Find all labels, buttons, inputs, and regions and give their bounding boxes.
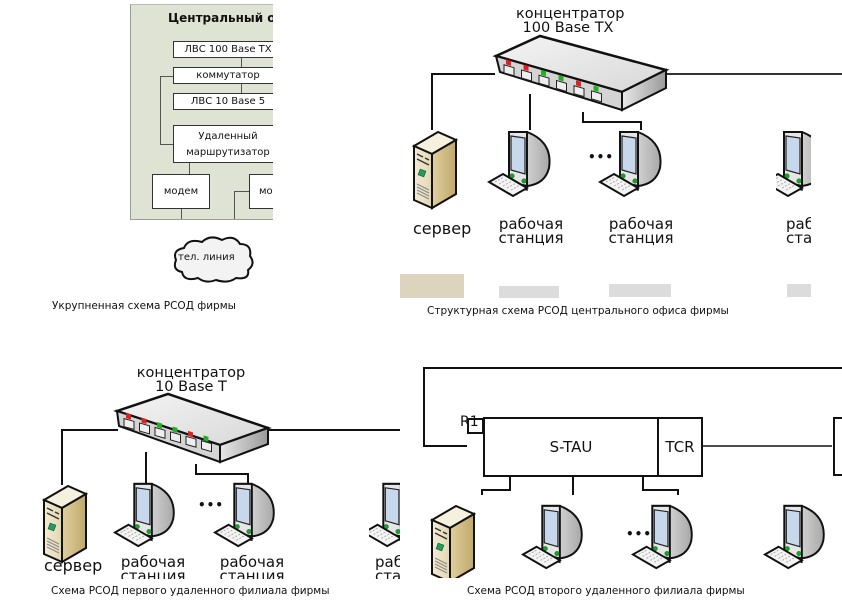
workstation-label: рабочая станция	[375, 555, 400, 579]
led-green-icon	[593, 85, 599, 92]
led-green-icon	[172, 426, 178, 433]
tcr-box: TCR	[657, 417, 703, 477]
branch1-labels: сервер рабочая станция рабочая станция р…	[0, 555, 400, 579]
workstation-icon	[488, 131, 551, 197]
workstation-label: рабочая станция	[498, 215, 564, 247]
lan-100-box: ЛВС 100 Base TX	[173, 41, 273, 58]
overview-title: Центральный офис	[168, 11, 273, 25]
hub-port-icon	[591, 90, 602, 103]
r1-label: R1	[460, 414, 479, 430]
server-label: сервер	[413, 219, 472, 238]
workstation-icon-clipped	[776, 128, 811, 204]
legend-swatch	[787, 284, 811, 297]
more-workstations-ellipsis: •••	[626, 527, 653, 541]
led-green-icon	[203, 435, 209, 442]
led-red-icon	[126, 413, 131, 420]
server-icon	[412, 130, 458, 210]
workstation-icon	[113, 482, 175, 548]
server-label: сервер	[44, 556, 103, 575]
central-office-caption: Структурная схема РСОД центрального офис…	[427, 305, 729, 317]
led-red-icon	[141, 417, 147, 425]
router-box: Удаленный маршрутизатор	[173, 125, 273, 163]
modem-box-2: модем	[249, 174, 273, 209]
workstation-icon	[213, 482, 275, 548]
hub-port-icon	[185, 435, 197, 448]
phone-line-cloud-icon	[173, 236, 254, 283]
router-line1: Удаленный	[198, 131, 258, 142]
server-icon	[430, 504, 476, 578]
workstation-icon	[599, 131, 662, 197]
router-line2: маршрутизатор	[186, 147, 270, 158]
workstation-label: рабочая станция	[219, 555, 285, 579]
hub-port-icon	[201, 440, 212, 453]
hub-port-icon	[573, 85, 585, 98]
led-red-icon	[576, 80, 581, 87]
overview-diagram: Центральный офис ЛВС 100 Base TX коммута…	[130, 4, 273, 220]
branch1-caption: Схема РСОД первого удаленного филиала фи…	[51, 585, 330, 597]
more-workstations-ellipsis: •••	[588, 150, 615, 164]
hub-port-icon	[503, 64, 515, 77]
hub-100-label: концентратор 100 Base TX	[516, 6, 625, 36]
led-red-icon	[188, 430, 193, 438]
hub-port-icon	[154, 426, 166, 439]
branch2-caption: Схема РСОД второго удаленного филиала фи…	[467, 585, 745, 597]
hub-port-icon	[170, 431, 181, 444]
hub-port-icon	[521, 69, 532, 82]
hub-port-icon	[139, 422, 150, 435]
modem-box-1: модем	[152, 174, 210, 209]
workstation-icon-clipped	[369, 480, 400, 554]
legend-swatch	[499, 286, 559, 298]
led-red-icon	[506, 59, 511, 66]
legend-swatch	[400, 274, 464, 298]
branch1-network	[61, 392, 400, 485]
led-red-icon	[523, 64, 529, 72]
overview-caption: Укрупненная схема РСОД фирмы	[52, 300, 236, 312]
hub-10-label: концентратор 10 Base T	[136, 365, 246, 395]
switch-box: коммутатор	[173, 67, 273, 84]
hub-port-icon	[556, 79, 567, 92]
led-green-icon	[558, 75, 564, 82]
workstation-label: рабочая станция	[120, 555, 186, 579]
central-office-network	[431, 34, 842, 130]
legend-swatch	[609, 284, 671, 297]
led-green-icon	[157, 422, 162, 429]
hub-port-icon	[538, 74, 550, 87]
more-workstations-ellipsis: •••	[198, 498, 225, 512]
workstation-label-clipped: рабочая станция	[786, 217, 811, 247]
led-green-icon	[541, 69, 546, 77]
workstation-icon	[521, 504, 583, 570]
workstation-icon	[763, 504, 825, 570]
phone-line-label: тел. линия	[178, 252, 235, 263]
workstation-label: рабочая станция	[608, 215, 674, 247]
lan-10-box: ЛВС 10 Base 5	[173, 93, 273, 110]
s-tau-box: S-TAU	[483, 417, 659, 477]
hub-port-icon	[123, 417, 135, 431]
